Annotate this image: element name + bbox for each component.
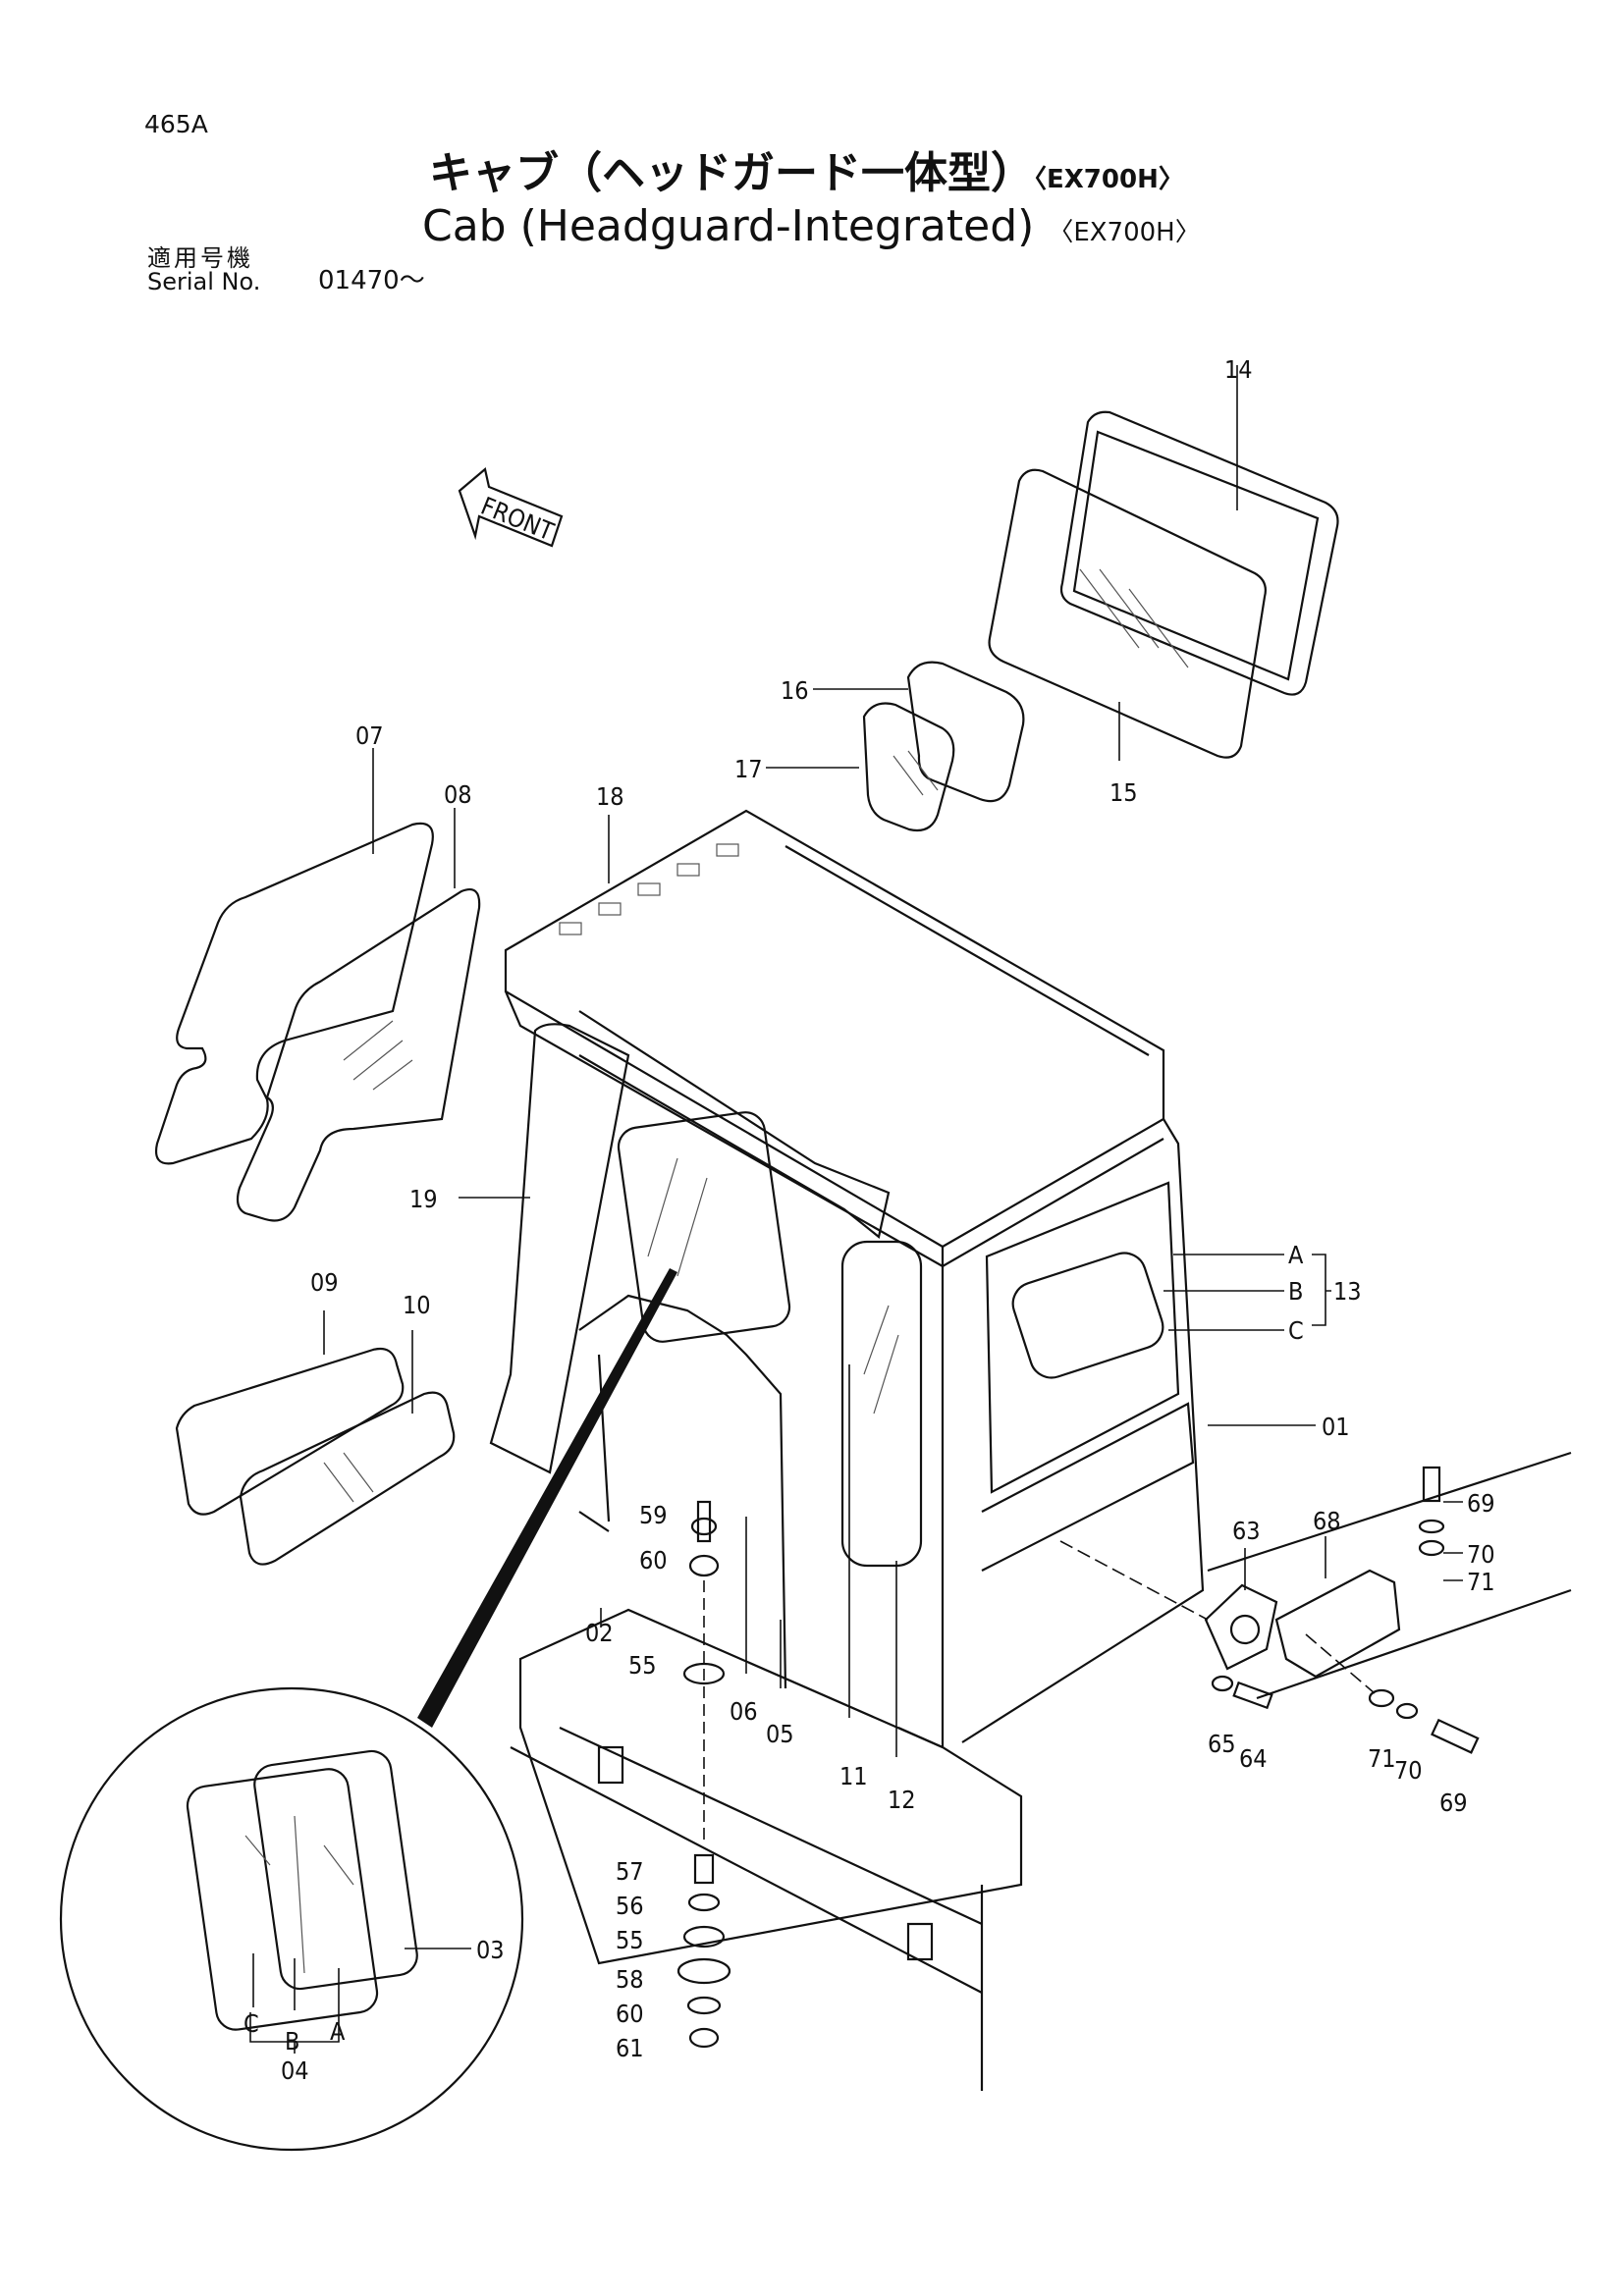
callout-70-bottom: 70 (1394, 1756, 1423, 1785)
callout-59: 59 (639, 1501, 668, 1529)
small-window-glass (862, 702, 955, 832)
label-b-04: B (285, 2027, 299, 2056)
left-window-glass (236, 887, 481, 1222)
detail-circle (59, 1268, 677, 2152)
callout-15: 15 (1109, 778, 1138, 807)
callout-16: 16 (781, 676, 809, 705)
callout-17: 17 (734, 755, 763, 783)
callout-12: 12 (888, 1786, 916, 1814)
callout-65: 65 (1208, 1730, 1236, 1758)
callout-68: 68 (1313, 1507, 1341, 1535)
callout-71-bottom: 71 (1368, 1744, 1396, 1773)
callout-07: 07 (355, 721, 384, 750)
title-en-text: Cab (Headguard-Integrated) (422, 201, 1035, 251)
callout-61: 61 (616, 2034, 644, 2062)
small-window-seal (906, 661, 1025, 803)
callout-18: 18 (596, 782, 624, 811)
label-b-13: B (1288, 1277, 1303, 1306)
callout-55-lower: 55 (616, 1926, 644, 1954)
label-a-04: A (330, 2017, 346, 2046)
callout-19: 19 (409, 1185, 438, 1213)
serial-number: 01470～ (318, 266, 425, 295)
callout-11: 11 (839, 1762, 868, 1790)
callouts: 14 15 16 17 18 07 08 19 09 10 A B C 13 0… (243, 355, 1495, 2085)
callout-69-top: 69 (1467, 1489, 1495, 1518)
callout-57: 57 (616, 1857, 644, 1886)
callout-04: 04 (281, 2056, 309, 2085)
leader-lines (252, 365, 1463, 2012)
left-window-seal (155, 822, 434, 1165)
callout-02: 02 (585, 1619, 614, 1647)
callout-70-top: 70 (1467, 1540, 1495, 1569)
lower-window-glass (239, 1391, 456, 1566)
rear-window-glass (988, 468, 1267, 759)
model-tag-en: 〈EX700H〉 (1048, 218, 1201, 247)
lower-window-seal (175, 1347, 405, 1516)
label-c-04: C (243, 2009, 259, 2038)
cab-body (489, 809, 1205, 1749)
callout-71-top: 71 (1467, 1568, 1495, 1596)
label-a-13: A (1288, 1241, 1304, 1269)
title-english: Cab (Headguard-Integrated) 〈EX700H〉 (422, 201, 1201, 251)
front-arrow-text: FRONT (477, 492, 558, 547)
hardware-stack (676, 1466, 1480, 2049)
callout-10: 10 (403, 1291, 431, 1319)
callout-05: 05 (766, 1720, 794, 1748)
base-frame (510, 1451, 1572, 2091)
callout-58: 58 (616, 1965, 644, 1994)
serial-label-jp: 適用号機 (147, 244, 253, 272)
title-japanese: キャブ（ヘッドガード一体型）〈EX700H〉 (429, 137, 1184, 200)
front-arrow: FRONT (458, 466, 564, 548)
callout-55-upper: 55 (628, 1651, 657, 1680)
page-id: 465A (144, 110, 208, 138)
title-jp-text: キャブ（ヘッドガード一体型） (429, 148, 1034, 198)
callout-69-bottom: 69 (1439, 1789, 1468, 1817)
label-c-13: C (1288, 1316, 1304, 1345)
mount-bracket (1204, 1569, 1401, 1679)
model-tag-jp: 〈EX700H〉 (1034, 165, 1184, 194)
callout-06: 06 (730, 1697, 758, 1726)
callout-03: 03 (476, 1936, 505, 1964)
callout-60-upper: 60 (639, 1546, 668, 1575)
callout-08: 08 (444, 780, 472, 809)
callout-01: 01 (1322, 1413, 1350, 1441)
serial-label-en: Serial No. (147, 268, 261, 295)
callout-60-lower: 60 (616, 2000, 644, 2028)
callout-64: 64 (1239, 1744, 1268, 1773)
callout-09: 09 (310, 1268, 339, 1297)
callout-14: 14 (1224, 355, 1253, 384)
callout-63: 63 (1232, 1517, 1261, 1545)
rear-window-seal (1059, 410, 1339, 696)
callout-56: 56 (616, 1892, 644, 1920)
callout-13: 13 (1333, 1277, 1362, 1306)
